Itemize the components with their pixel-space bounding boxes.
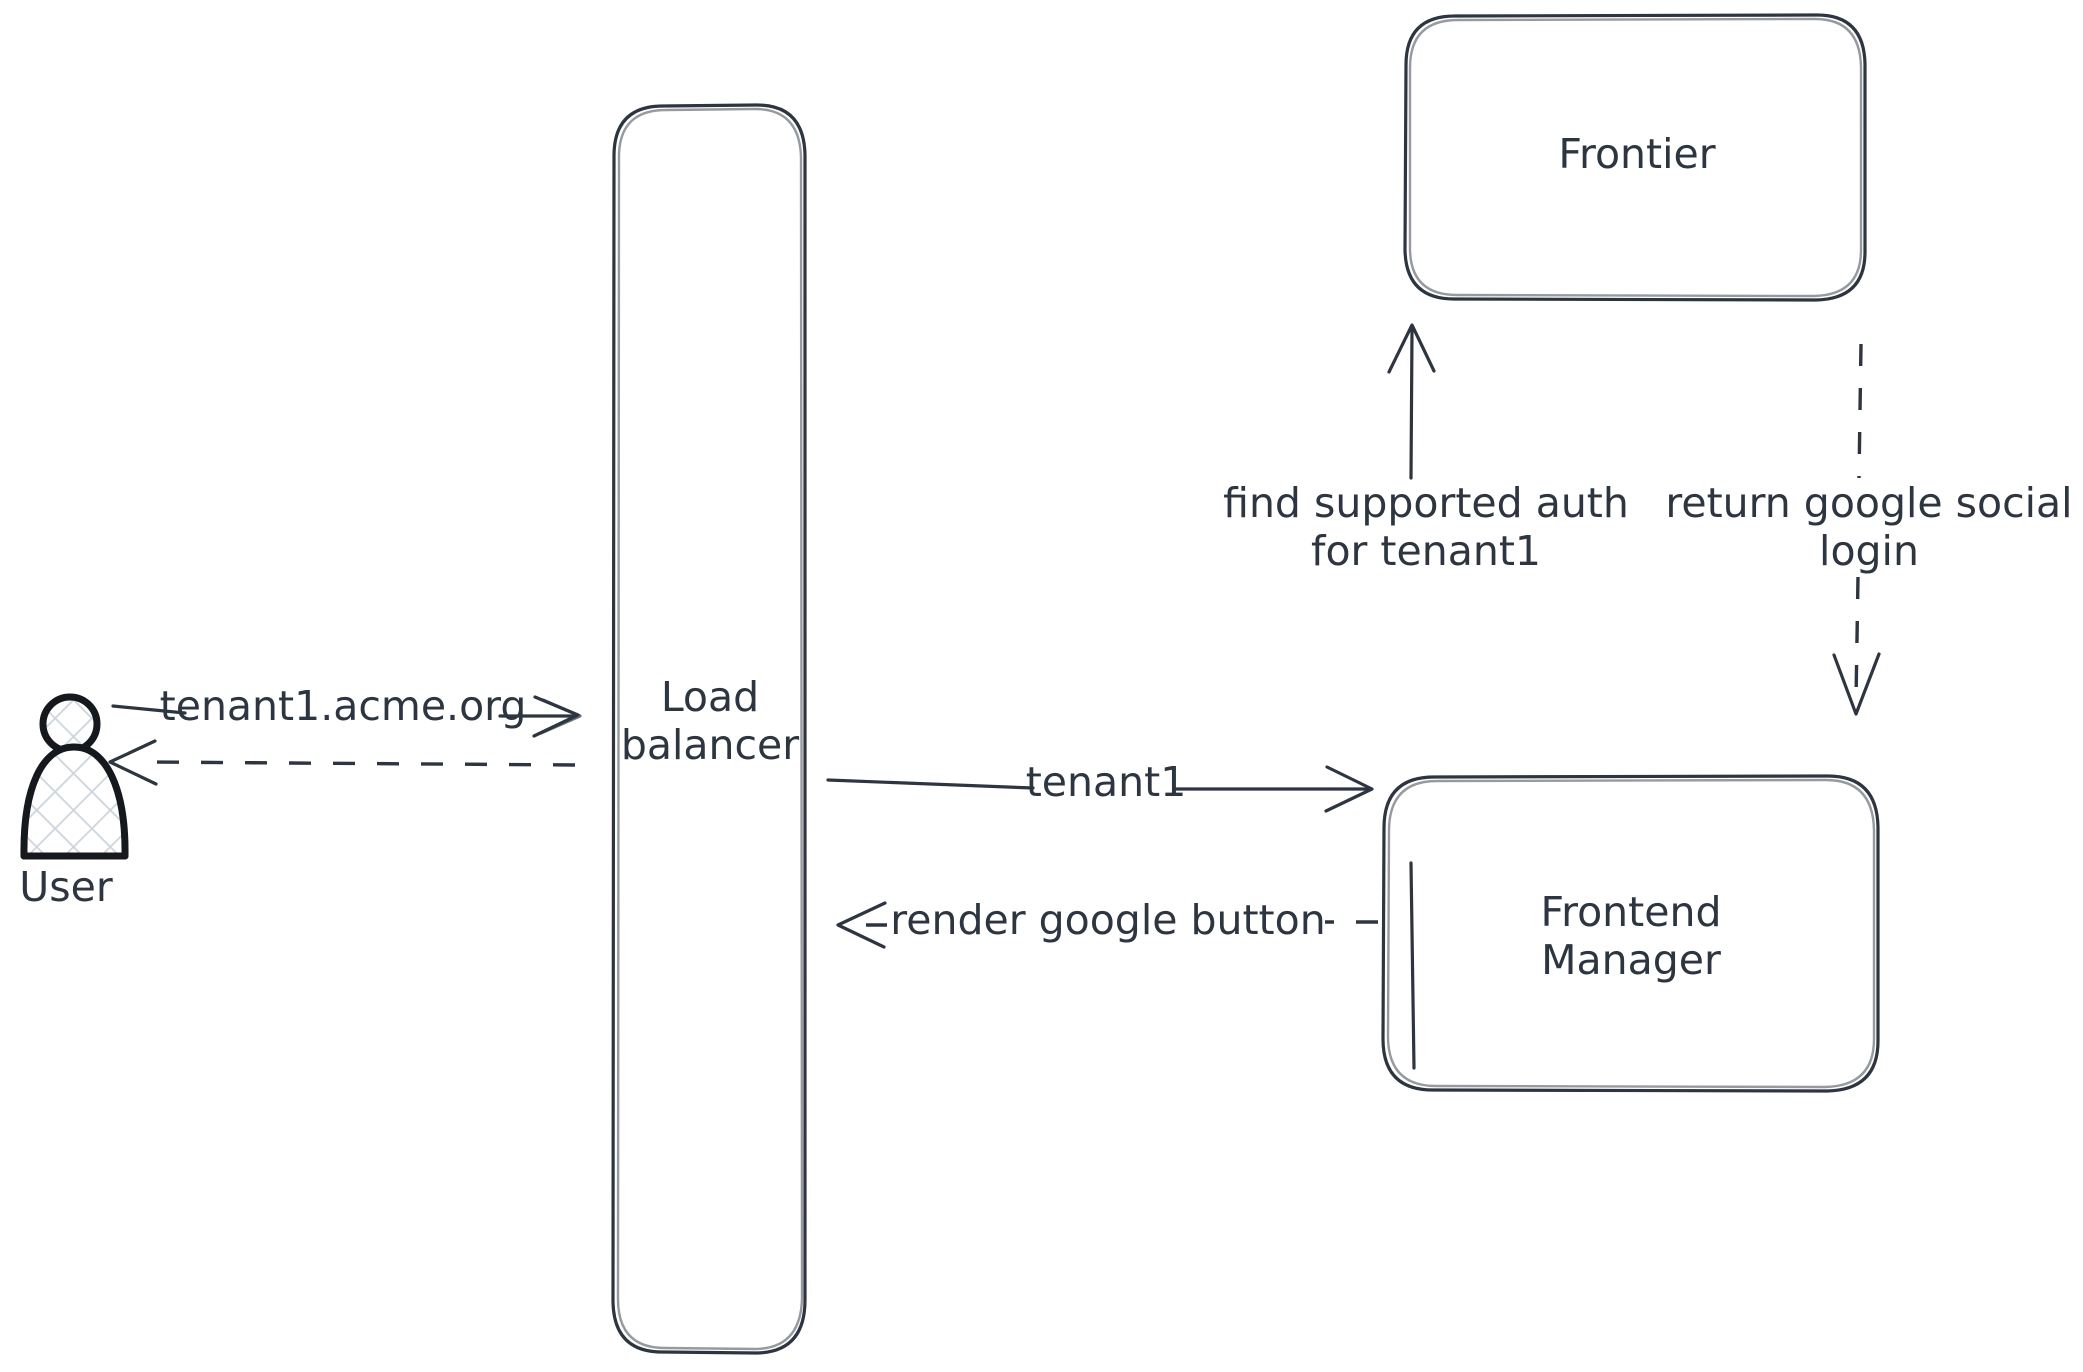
node-frontier-label-line1: Frontier: [1558, 130, 1715, 178]
edge-frontend-manager-to-frontier[interactable]: find supported auth for tenant1: [1223, 323, 1629, 1070]
node-frontend-manager-label-line1: Frontend: [1541, 888, 1722, 936]
edge-frontier-to-frontend-manager-label-line1: return google social: [1665, 479, 2072, 527]
edge-frontier-to-frontend-manager-label-line2: login: [1819, 527, 1919, 575]
edge-load-balancer-to-frontend-manager-label: tenant1: [1026, 758, 1187, 806]
actor-user-label: User: [19, 863, 113, 911]
user-person-icon: [20, 693, 129, 860]
edge-user-to-load-balancer[interactable]: tenant1.acme.org: [111, 682, 582, 738]
node-frontend-manager[interactable]: Frontend Manager: [1381, 774, 1880, 1093]
actor-user[interactable]: User: [19, 693, 129, 911]
edge-load-balancer-to-frontend-manager[interactable]: tenant1: [826, 758, 1374, 813]
edge-frontend-manager-to-load-balancer-label: render google button: [890, 896, 1325, 944]
edge-frontend-manager-to-load-balancer[interactable]: render google button: [836, 896, 1378, 949]
edge-frontend-manager-to-frontier-label-line1: find supported auth: [1223, 479, 1629, 527]
node-frontier[interactable]: Frontier: [1403, 13, 1867, 302]
edge-load-balancer-to-user[interactable]: [108, 739, 576, 786]
edge-user-to-load-balancer-label: tenant1.acme.org: [160, 682, 527, 730]
node-load-balancer[interactable]: Load balancer: [611, 103, 807, 1355]
edge-frontend-manager-to-frontier-label-line2: for tenant1: [1311, 527, 1541, 575]
edge-frontier-to-frontend-manager[interactable]: return google social login: [1665, 343, 2073, 716]
node-load-balancer-label-line2: balancer: [621, 721, 799, 769]
node-load-balancer-label-line1: Load: [661, 673, 759, 721]
node-frontend-manager-label-line2: Manager: [1541, 936, 1721, 984]
